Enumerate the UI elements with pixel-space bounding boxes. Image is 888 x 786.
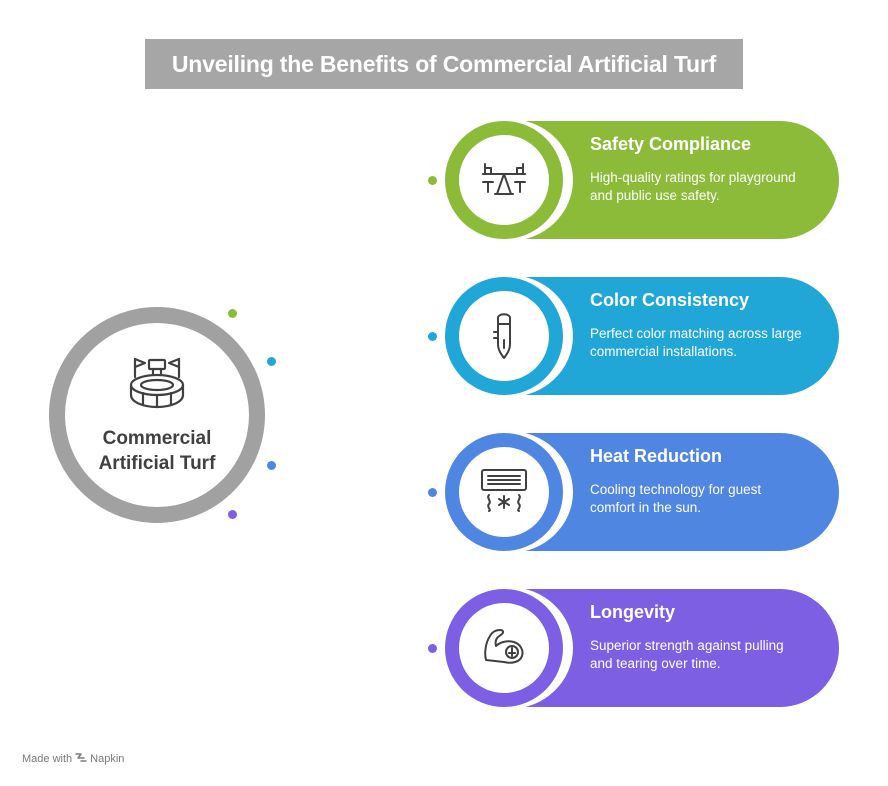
hub-dot-heat [267,461,276,470]
hub-inner: Commercial Artificial Turf [65,323,249,507]
hub-dot-longevity [228,510,237,519]
benefit-title: Color Consistency [590,290,750,310]
benefit-icon-holder [459,135,549,225]
footer-brand: Napkin [90,753,125,765]
napkin-logo-icon [75,752,87,766]
benefit-ring [445,277,563,395]
flexed-arm-icon [480,626,528,671]
hub-label: Commercial Artificial Turf [98,427,216,474]
air-conditioner-icon [479,467,529,518]
hub-circle: Commercial Artificial Turf [49,307,265,523]
footer-prefix: Made with [22,753,73,765]
benefit-title: Safety Compliance [590,134,752,154]
benefit-ring [445,589,563,707]
benefit-title: Longevity [590,602,676,622]
benefit-icon-holder [459,603,549,693]
benefit-ring [445,433,563,551]
benefit-icon-holder [459,447,549,537]
hub-dot-color [267,357,276,366]
benefit-title: Heat Reduction [590,446,723,466]
stadium-icon [125,355,189,416]
card-dot-color [428,332,437,341]
benefit-description: Cooling technology for guest comfort in … [590,482,762,515]
card-dot-longevity [428,644,437,653]
benefit-description: High-quality ratings for playground and … [590,170,796,203]
paint-tube-icon [489,308,519,365]
footer-credit: Made with Napkin [22,752,124,766]
playground-seesaw-icon [479,158,529,203]
benefit-card-heat: Heat Reduction Cooling technology for gu… [445,431,839,553]
benefit-card-color: Color Consistency Perfect color matching… [445,275,839,397]
hub-dot-safety [228,309,237,318]
benefit-ring [445,121,563,239]
diagram-title: Unveiling the Benefits of Commercial Art… [145,39,743,89]
benefit-card-longevity: Longevity Superior strength against pull… [445,587,839,709]
benefit-description: Perfect color matching across large comm… [590,326,802,359]
card-dot-safety [428,176,437,185]
card-dot-heat [428,488,437,497]
benefit-description: Superior strength against pulling and te… [590,638,784,671]
benefit-card-safety: Safety Compliance High-quality ratings f… [445,119,839,241]
benefit-icon-holder [459,291,549,381]
